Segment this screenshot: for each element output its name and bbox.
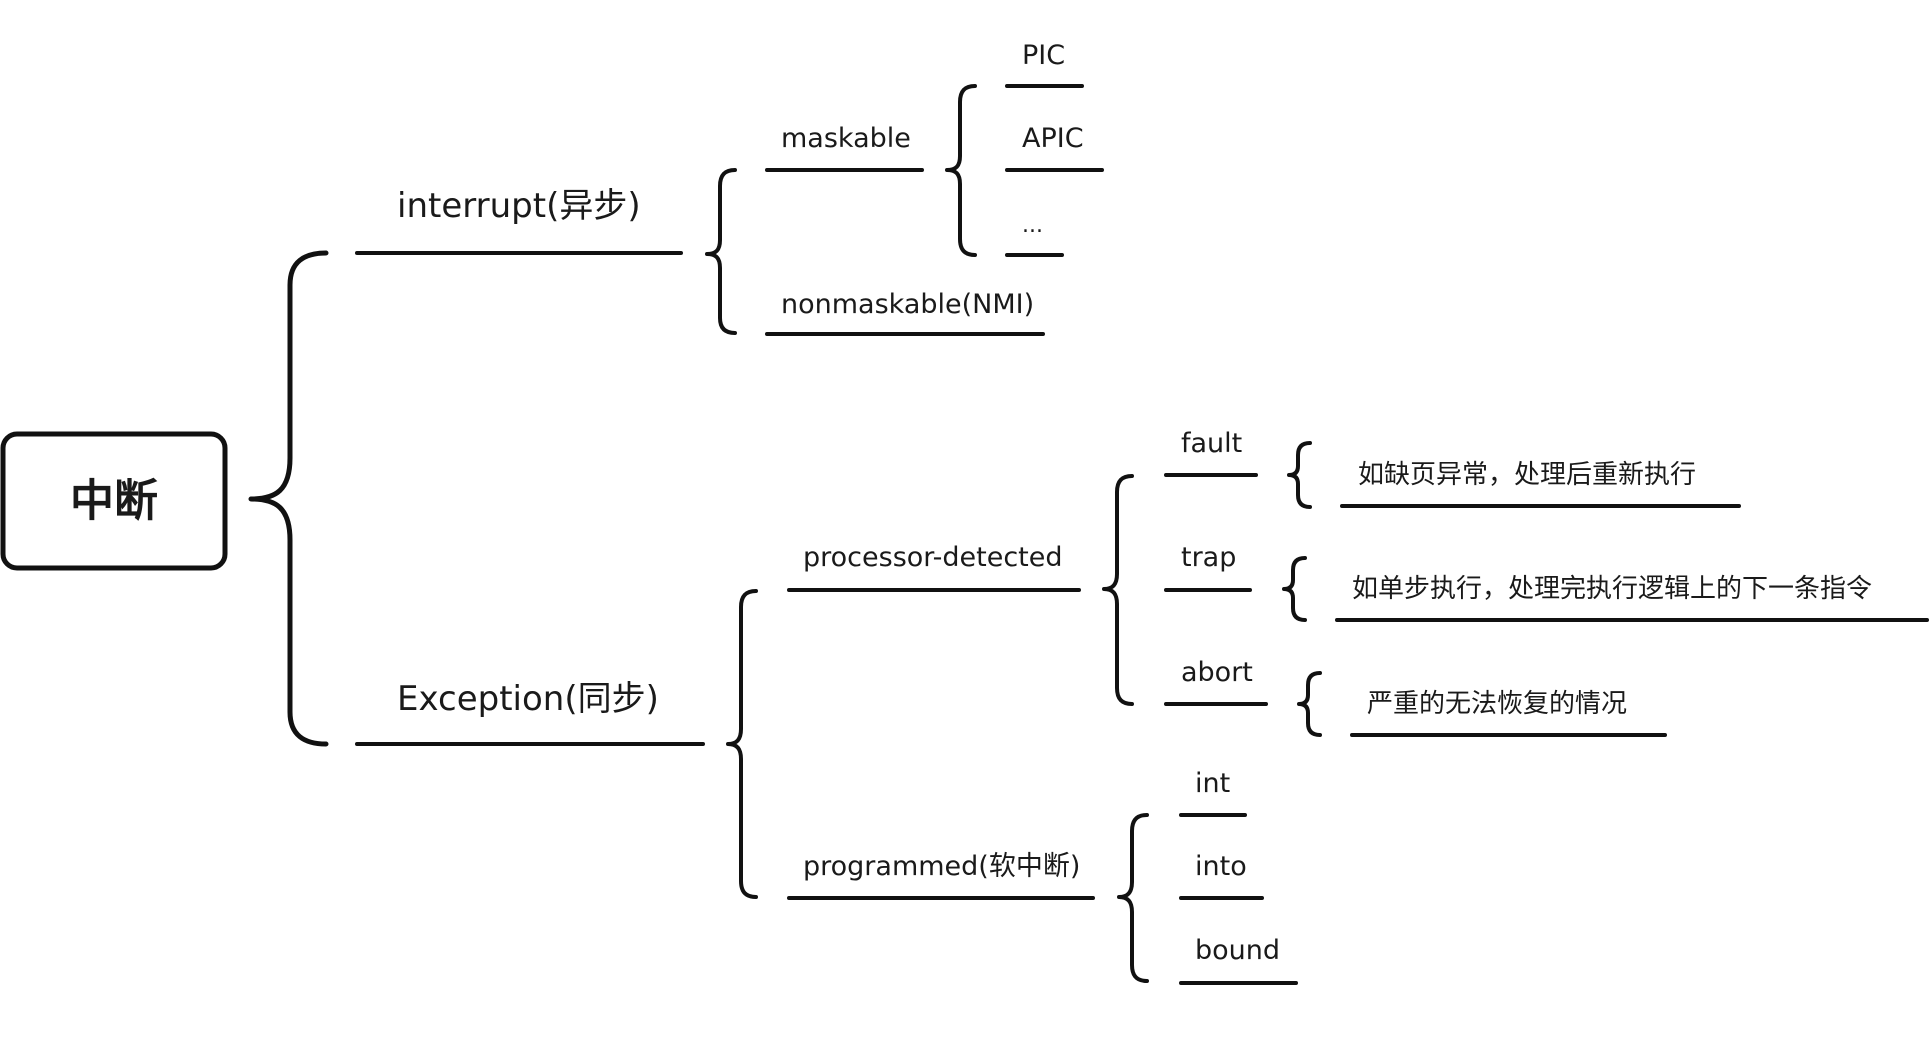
processor-detected-brace: [1102, 474, 1134, 706]
fault-note-node[interactable]: 如缺页异常，处理后重新执行: [1340, 460, 1741, 508]
exception-brace: [726, 589, 758, 899]
processor-detected-label: processor-detected: [803, 542, 1063, 573]
trap-note-node[interactable]: 如单步执行，处理完执行逻辑上的下一条指令: [1335, 574, 1929, 622]
ellipsis-label: ...: [1022, 213, 1043, 238]
programmed-brace: [1117, 813, 1149, 983]
ellipsis-node[interactable]: ...: [1005, 213, 1064, 257]
abort-note: 严重的无法恢复的情况: [1367, 689, 1627, 719]
abort-node[interactable]: abort: [1164, 657, 1268, 706]
processor-detected-node[interactable]: processor-detected: [787, 542, 1081, 592]
root-label: 中断: [70, 476, 158, 527]
interrupt-node[interactable]: interrupt(异步): [355, 186, 683, 255]
exception-label: Exception(同步): [397, 679, 659, 719]
interrupt-brace: [705, 168, 737, 335]
nonmaskable-label: nonmaskable(NMI): [781, 289, 1034, 320]
fault-brace: [1287, 441, 1312, 509]
maskable-node[interactable]: maskable: [765, 123, 924, 172]
maskable-brace: [945, 84, 977, 257]
trap-brace: [1282, 556, 1307, 622]
apic-label: APIC: [1022, 123, 1084, 154]
trap-node[interactable]: trap: [1164, 542, 1252, 592]
root-brace: [248, 250, 329, 747]
into-node[interactable]: into: [1179, 851, 1264, 900]
trap-note: 如单步执行，处理完执行逻辑上的下一条指令: [1352, 574, 1872, 604]
fault-note: 如缺页异常，处理后重新执行: [1358, 460, 1696, 490]
pic-label: PIC: [1022, 40, 1065, 71]
abort-note-node[interactable]: 严重的无法恢复的情况: [1350, 689, 1667, 737]
fault-node[interactable]: fault: [1164, 428, 1258, 477]
exception-node[interactable]: Exception(同步): [355, 679, 705, 746]
pic-node[interactable]: PIC: [1005, 40, 1084, 88]
bound-node[interactable]: bound: [1179, 935, 1298, 985]
trap-label: trap: [1181, 542, 1236, 573]
root-box: [0, 431, 228, 571]
fault-label: fault: [1181, 428, 1242, 459]
int-label: int: [1195, 768, 1230, 799]
interrupt-label: interrupt(异步): [397, 186, 641, 226]
apic-node[interactable]: APIC: [1005, 123, 1104, 172]
maskable-label: maskable: [781, 123, 911, 154]
abort-label: abort: [1181, 657, 1253, 688]
int-node[interactable]: int: [1179, 768, 1247, 817]
abort-brace: [1297, 671, 1322, 737]
root-node[interactable]: 中断: [0, 431, 228, 571]
programmed-label: programmed(软中断): [803, 851, 1080, 882]
nonmaskable-node[interactable]: nonmaskable(NMI): [765, 289, 1045, 336]
bound-label: bound: [1195, 935, 1280, 966]
programmed-node[interactable]: programmed(软中断): [787, 851, 1095, 900]
into-label: into: [1195, 851, 1247, 882]
